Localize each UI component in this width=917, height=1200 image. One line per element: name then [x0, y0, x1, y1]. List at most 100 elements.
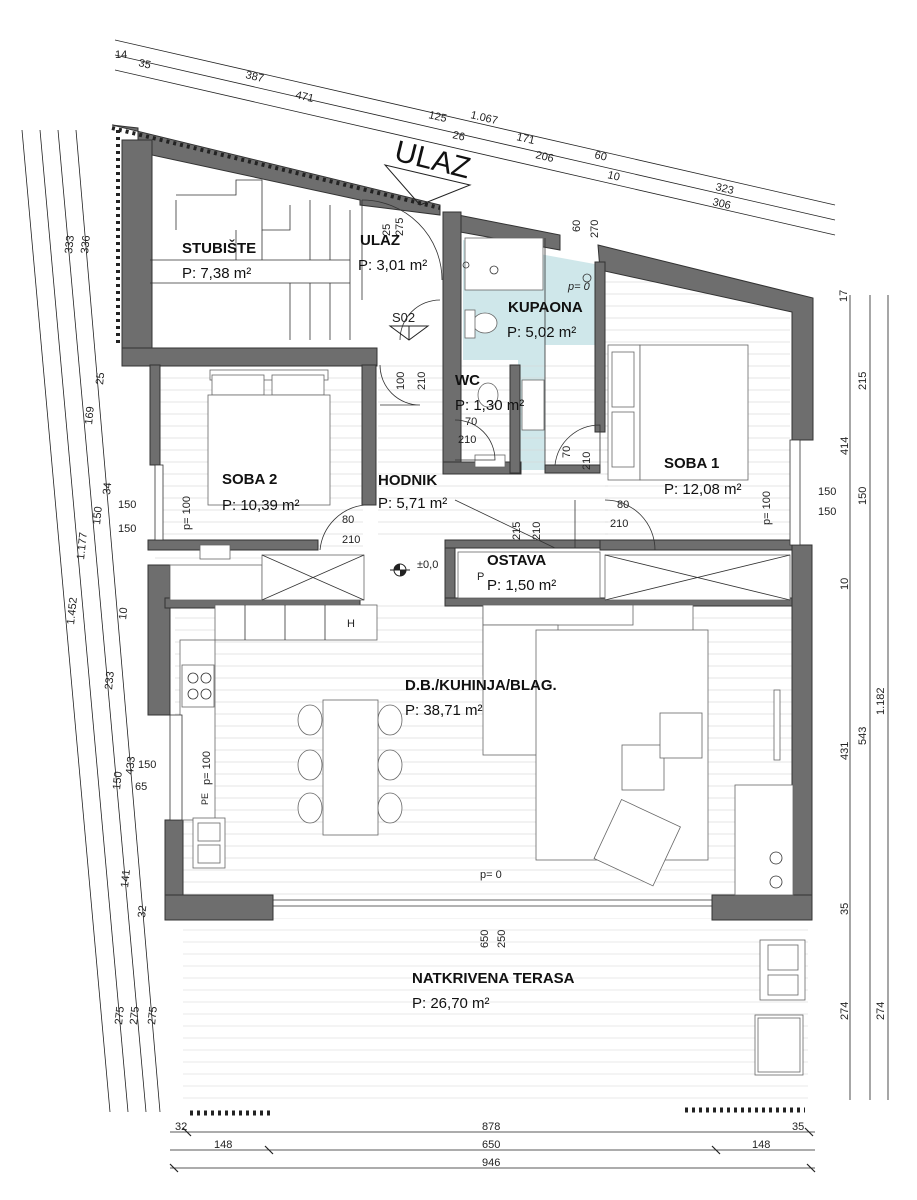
room-name-soba1: SOBA 1 [664, 455, 719, 472]
dimension-label: 150 [138, 759, 156, 771]
dimension-label: 274 [839, 1002, 851, 1020]
dimension-label: 35 [839, 903, 851, 915]
wall-west-bottom [164, 894, 274, 921]
right-dimensions: 17 1.182 274 215 414 150 10 431 543 35 2… [838, 290, 887, 1020]
dimension-label: 1.182 [875, 687, 887, 715]
wall-soba1-window [789, 439, 801, 546]
room-area-wc: P: 1,30 m² [455, 397, 524, 414]
dimension-label: 70 [465, 416, 477, 428]
bed-soba1 [607, 344, 749, 481]
dimension-label: 171 [515, 131, 536, 147]
wall-soba2-bottom [147, 539, 319, 551]
dimension-label: 323 [714, 181, 735, 197]
dimension-label: p= 100 [181, 496, 193, 530]
dimension-label: 650 [482, 1139, 500, 1151]
dimension-lines [21, 39, 889, 1173]
level-label: ±0,0 [417, 559, 438, 571]
dimension-label: 150 [91, 506, 105, 526]
dimension-label: 336 [79, 235, 93, 255]
cooktop [181, 664, 215, 708]
dimension-label: 233 [103, 671, 117, 691]
wall-wc-right [509, 364, 521, 474]
dimension-label: 543 [857, 727, 869, 745]
dimension-label: 32 [175, 1121, 187, 1133]
wall-soba2-window [154, 464, 164, 541]
dimension-label: 306 [711, 196, 732, 212]
level-marker: ±0,0 [390, 559, 438, 577]
dimension-label: 210 [581, 452, 593, 470]
dimension-label: PE [200, 793, 210, 805]
wall-east-bottom [711, 894, 813, 921]
dimension-label: 215 [857, 372, 869, 390]
dimension-label: 1.452 [65, 597, 80, 626]
room-name-wc: WC [455, 372, 480, 389]
dimension-label: 215 [511, 522, 523, 540]
dimension-label: 471 [294, 89, 315, 105]
dimension-label: 80 [342, 514, 354, 526]
wall-east-lower [791, 544, 813, 921]
section-marker: S02 [388, 310, 430, 341]
room-labels: STUBIŠTE P: 7,38 m² ULAZ P: 3,01 m² KUPA… [182, 232, 742, 1012]
dimension-label: 60 [593, 149, 608, 163]
dimension-label: 35 [137, 57, 152, 71]
room-area-soba1: P: 12,08 m² [664, 481, 742, 498]
dimension-label: 148 [214, 1139, 232, 1151]
wall-ostava-top [444, 539, 606, 549]
dimension-label: 150 [818, 486, 836, 498]
dimension-label: 25 [94, 372, 107, 385]
dimension-label: 34 [101, 482, 114, 495]
dimension-label: 125 [427, 109, 448, 125]
stubiste-floor [138, 155, 360, 350]
furniture: H [150, 179, 806, 1076]
wall-bath-left [442, 211, 462, 473]
wall-stair-bottom [121, 347, 378, 367]
wall-soba2-right [361, 364, 377, 506]
dimension-label: p= 100 [761, 491, 773, 525]
dimension-label: 35 [792, 1121, 804, 1133]
wall-west-lower [147, 564, 171, 716]
dimension-label: 25 [381, 224, 393, 236]
room-area-soba2: P: 10,39 m² [222, 497, 300, 514]
dimension-label: 26 [451, 129, 466, 143]
dimension-label: p= 100 [201, 751, 213, 785]
dimension-label: 150 [818, 506, 836, 518]
dimension-label: p= 0 [567, 281, 591, 293]
dimension-label: 150 [111, 771, 125, 791]
dimension-label: 275 [394, 218, 406, 236]
room-area-stubiste: P: 7,38 m² [182, 265, 251, 282]
staircase [150, 179, 351, 340]
wall-stair-left [121, 139, 153, 351]
dimension-label: 275 [146, 1006, 160, 1026]
room-name-soba2: SOBA 2 [222, 471, 277, 488]
dimension-label: 210 [531, 522, 543, 540]
wall-ostava-left [444, 539, 456, 603]
dimension-label: 878 [482, 1121, 500, 1133]
dimension-label: 10 [117, 607, 130, 620]
wall-soba1-bottom [599, 539, 796, 551]
dimension-label: 60 [571, 220, 583, 232]
room-area-hodnik: P: 5,71 m² [378, 495, 447, 512]
dimension-label: 270 [589, 220, 601, 238]
dimension-label: 946 [482, 1157, 500, 1169]
opening-labels: 100 210 70 210 70 210 80 210 80 210 215 … [118, 218, 836, 948]
dimension-label: 65 [135, 781, 147, 793]
dimension-label: 431 [839, 742, 851, 760]
kupaona-floor [463, 240, 600, 470]
dimension-label: 10 [839, 578, 851, 590]
room-name-kupaona: KUPAONA [508, 299, 583, 316]
dimension-label: 80 [617, 499, 629, 511]
dimension-label: 150 [118, 523, 136, 535]
hood-label: H [347, 618, 355, 630]
dimension-label: 10 [606, 169, 621, 183]
dimension-label: 210 [610, 518, 628, 530]
dimension-label: 1.177 [75, 532, 90, 561]
room-name-ulaz: ULAZ [360, 232, 400, 249]
room-name-dnevni: D.B./KUHINJA/BLAG. [405, 677, 557, 694]
room-name-terasa: NATKRIVENA TERASA [412, 970, 575, 987]
dimension-label: P [477, 571, 484, 583]
perimeter-ticks [111, 126, 805, 1116]
room-area-ulaz: P: 3,01 m² [358, 257, 427, 274]
bottom-dimensions: 32 878 35 148 650 148 946 [175, 1121, 804, 1169]
dimension-label: 14 [115, 49, 127, 61]
dimension-label: 150 [118, 499, 136, 511]
